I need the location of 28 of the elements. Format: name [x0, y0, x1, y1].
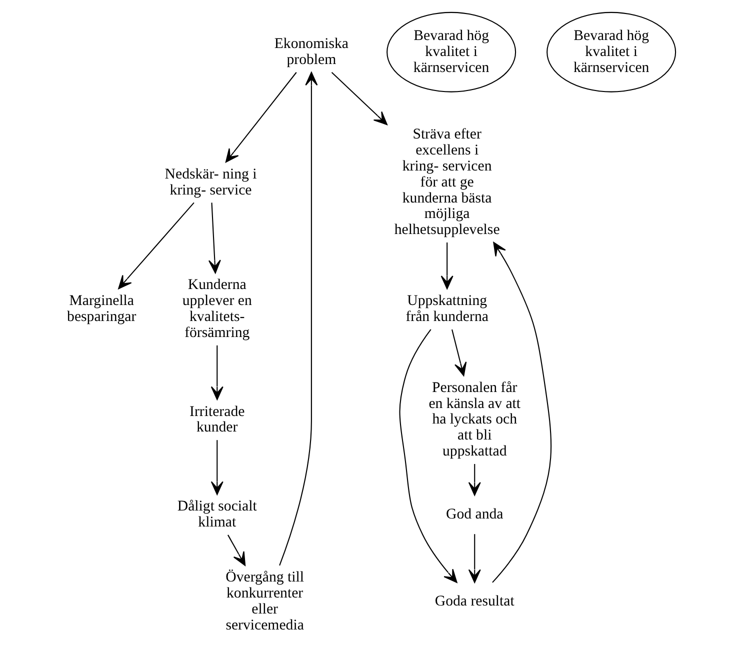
node-ellipse: Bevarad hög kvalitet i kärnservicen [386, 12, 516, 92]
node-text: Marginella besparingar [66, 293, 136, 325]
arrow [451, 329, 466, 376]
node-text: Kunderna upplever en kvalitets- försämring [182, 277, 252, 341]
node-text: Irriterade kunder [189, 404, 244, 436]
arrow [210, 440, 223, 495]
node-text: Uppskattning från kunderna [405, 293, 488, 325]
node-text: Dåligt socialt klimat [176, 498, 256, 531]
arrow [278, 72, 318, 566]
node-text: Sträva efter excellens i kring- servicen för att ge kunderna bästa möjliga helhetsupplevelse [394, 126, 500, 238]
arrow [440, 242, 453, 290]
node-text: Övergång till konkurrenter eller servicemedia [225, 570, 304, 634]
arrow [398, 329, 457, 583]
arrow [330, 72, 387, 126]
arrow [492, 242, 552, 583]
arrow [468, 464, 480, 496]
node-text: Nedskär- ning i kring- service [164, 166, 256, 198]
arrow [208, 202, 220, 274]
node-text: God anda [446, 506, 503, 523]
arrow [210, 345, 223, 400]
node-ellipse: Bevarad hög kvalitet i kärnservicen [546, 12, 676, 92]
arrow [226, 534, 246, 566]
arrow [118, 202, 194, 290]
arrow [468, 534, 480, 583]
node-text: Goda resultat [434, 593, 514, 610]
node-text: Ekonomiska problem [274, 36, 348, 68]
node-text: Personalen får en känsla av att ha lyckats och att bli uppskattad [428, 380, 520, 460]
arrow [224, 72, 296, 163]
